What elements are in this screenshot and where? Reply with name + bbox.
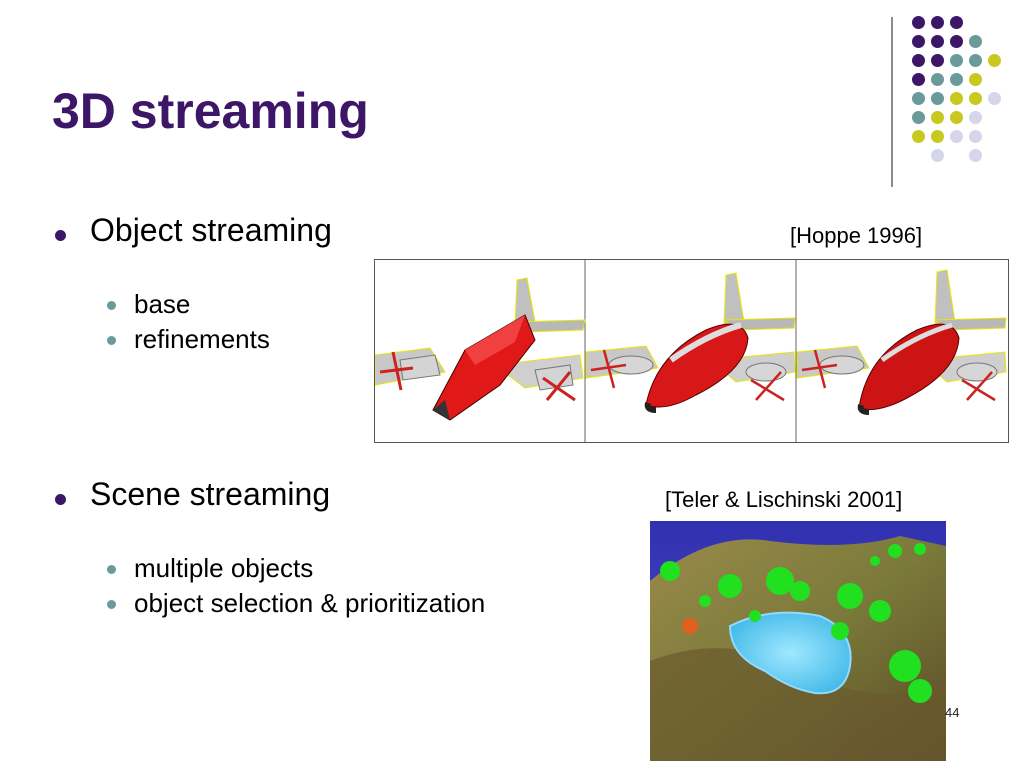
list-item: multiple objects — [134, 553, 314, 583]
dot — [969, 149, 982, 162]
dot — [969, 92, 982, 105]
terrain-illustration — [650, 521, 946, 761]
dot — [931, 16, 944, 29]
list-item: refinements — [134, 324, 270, 354]
dot — [912, 54, 925, 67]
dot — [931, 35, 944, 48]
dot — [931, 54, 944, 67]
bullet-dot — [107, 600, 116, 609]
section-heading-object-streaming: Object streaming — [90, 212, 332, 248]
dot — [950, 73, 963, 86]
dot — [931, 111, 944, 124]
bullet-dot — [107, 301, 116, 310]
citation-teler-lischinski: [Teler & Lischinski 2001] — [665, 487, 903, 512]
dot — [950, 54, 963, 67]
list-item: base — [134, 289, 191, 319]
dot — [912, 92, 925, 105]
scene-streaming-terrain-image — [650, 521, 946, 761]
dot — [969, 130, 982, 143]
page-number: 44 — [945, 705, 960, 720]
dot — [988, 92, 1001, 105]
airplane-refined-mesh — [585, 272, 796, 413]
dot — [931, 92, 944, 105]
airplane-illustration — [374, 260, 1007, 442]
list-item: object selection & prioritization — [134, 588, 486, 618]
dot — [988, 54, 1001, 67]
dot — [912, 16, 925, 29]
dot — [969, 54, 982, 67]
dot — [950, 130, 963, 143]
dot — [912, 111, 925, 124]
dot — [969, 111, 982, 124]
section-heading-scene-streaming: Scene streaming — [90, 476, 331, 512]
dot — [950, 92, 963, 105]
dot — [912, 130, 925, 143]
bullet-dot — [107, 565, 116, 574]
dot — [950, 35, 963, 48]
dot — [931, 73, 944, 86]
bullet-dot — [55, 230, 66, 241]
airplane-full-mesh — [796, 269, 1007, 415]
progressive-mesh-airplane-images — [374, 259, 1009, 443]
bullet-dot — [107, 336, 116, 345]
divider-line — [891, 17, 893, 187]
dot — [912, 73, 925, 86]
airplane-base-mesh — [374, 277, 586, 421]
dot — [931, 130, 944, 143]
dot — [912, 35, 925, 48]
citation-hoppe: [Hoppe 1996] — [790, 223, 923, 248]
bullet-dot — [55, 494, 66, 505]
dot — [950, 111, 963, 124]
dot — [969, 73, 982, 86]
slide-title: 3D streaming — [52, 83, 369, 139]
dot — [969, 35, 982, 48]
dot — [931, 149, 944, 162]
decorative-dot-grid — [0, 0, 1024, 200]
dot — [950, 16, 963, 29]
